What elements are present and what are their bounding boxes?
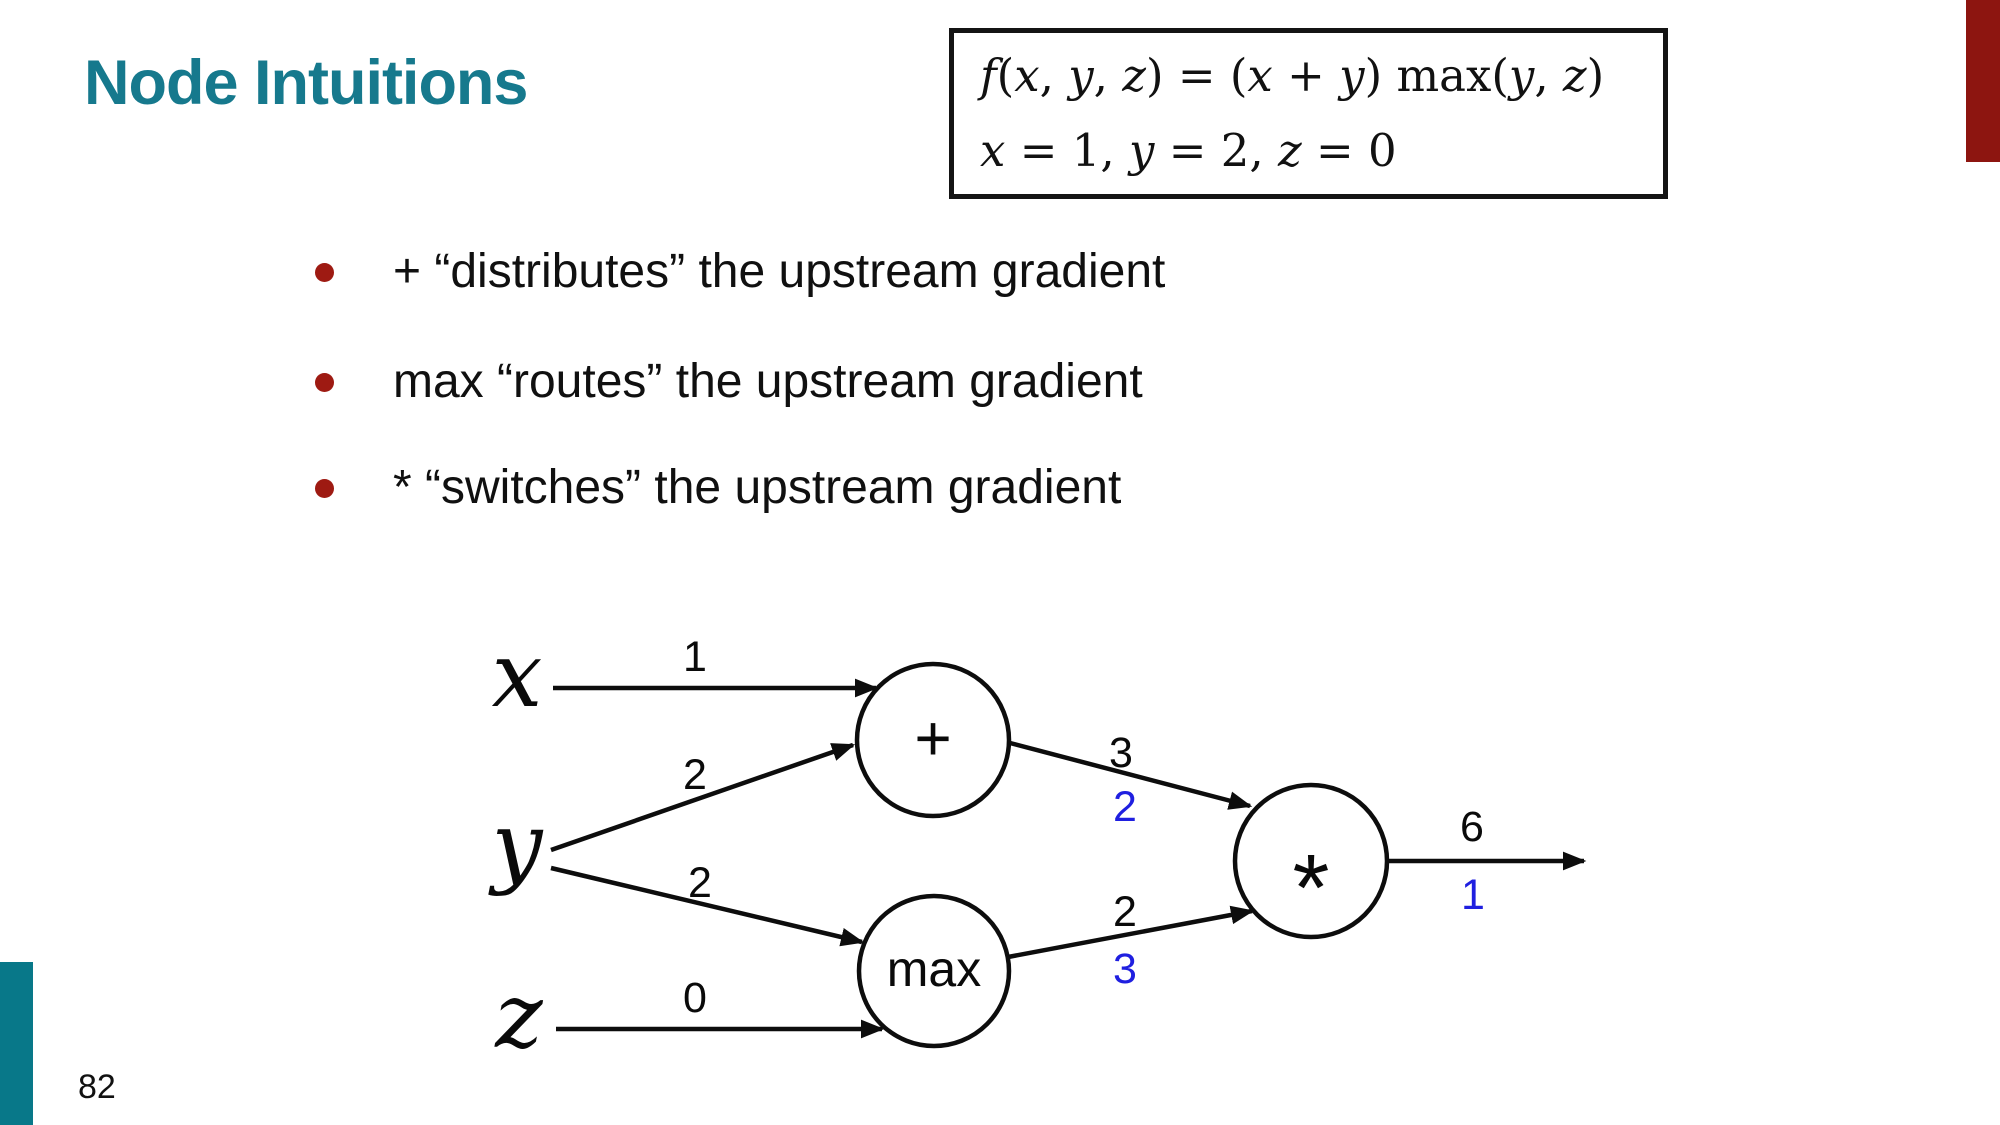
formula-segment: ) = ( — [1145, 49, 1248, 103]
input-label-y: y — [488, 793, 544, 898]
edge-value-z-to-max: 0 — [683, 974, 707, 1022]
edge-value-y-to-max: 2 — [688, 859, 712, 907]
formula-segment: f — [980, 49, 997, 103]
bullet-text: + “distributes” the upstream gradient — [393, 245, 1166, 298]
formula-segment: + — [1272, 49, 1340, 103]
formula-segment: y — [1128, 123, 1155, 177]
bullet-dot-icon — [315, 372, 334, 392]
formula-segment: ) — [1586, 49, 1605, 103]
bullet-item-switches: * “switches” the upstream gradient — [315, 456, 1121, 520]
top-right-accent-bar — [1966, 0, 2000, 162]
formula-segment: , — [1039, 49, 1069, 103]
edge-value-y-to-plus: 2 — [683, 751, 707, 799]
edge-value-mul-to-output: 6 — [1460, 803, 1484, 851]
formula-segment: x — [980, 123, 1006, 177]
page-title: Node Intuitions — [84, 48, 528, 118]
formula-segment: = 0 — [1301, 123, 1397, 177]
formula-box: f(x, y, z) = (x + y) max(y, z) x = 1, y … — [949, 28, 1668, 199]
formula-segment: , — [1534, 49, 1563, 103]
formula-segment: z — [1562, 49, 1587, 103]
node-label-mul: * — [1293, 835, 1330, 941]
formula-segment: z — [1277, 123, 1302, 177]
edge-y-to-max — [550, 865, 865, 947]
node-label-max: max — [887, 941, 981, 997]
edge-y-to-plus — [550, 742, 856, 853]
formula-segment: = 2, — [1154, 123, 1278, 177]
edge-value-x-to-plus: 1 — [683, 633, 707, 681]
formula-segment: y — [1068, 49, 1094, 103]
formula-segment: y — [1339, 49, 1365, 103]
bullet-dot-icon — [315, 478, 334, 498]
edge-gradient-mul-to-output: 1 — [1461, 871, 1485, 919]
node-mul — [1232, 782, 1390, 940]
bottom-left-accent-bar — [0, 962, 33, 1125]
edge-plus-to-mul — [1009, 740, 1253, 810]
bullet-text: max “routes” the upstream gradient — [393, 355, 1143, 408]
formula-segment: x — [1014, 49, 1040, 103]
node-max — [856, 893, 1012, 1049]
edge-value-max-to-mul: 2 — [1113, 888, 1137, 936]
formula-line-1: f(x, y, z) = (x + y) max(y, z) — [980, 49, 1663, 103]
edge-max-to-mul — [1007, 905, 1255, 960]
formula-segment: ) max( — [1364, 49, 1509, 103]
formula-segment: = 1, — [1005, 123, 1129, 177]
edge-gradient-plus-to-mul: 2 — [1113, 783, 1137, 831]
bullet-text: * “switches” the upstream gradient — [393, 461, 1122, 514]
formula-segment: ( — [996, 49, 1015, 103]
formula-segment: , — [1093, 49, 1123, 103]
formula-segment: y — [1508, 49, 1535, 103]
formula-line-2: x = 1, y = 2, z = 0 — [980, 124, 1663, 178]
edge-value-plus-to-mul: 3 — [1109, 729, 1133, 777]
bullet-item-distributes: + “distributes” the upstream gradient — [315, 240, 1165, 304]
edge-gradient-max-to-mul: 3 — [1113, 945, 1137, 993]
formula-segment: z — [1122, 49, 1146, 103]
input-label-z: z — [494, 964, 543, 1069]
page-number: 82 — [78, 1068, 116, 1106]
input-label-x: x — [492, 623, 543, 728]
node-label-plus: + — [914, 702, 951, 774]
formula-segment: x — [1247, 49, 1273, 103]
bullet-dot-icon — [315, 262, 334, 282]
node-plus — [854, 661, 1012, 819]
bullet-item-routes: max “routes” the upstream gradient — [315, 350, 1143, 414]
